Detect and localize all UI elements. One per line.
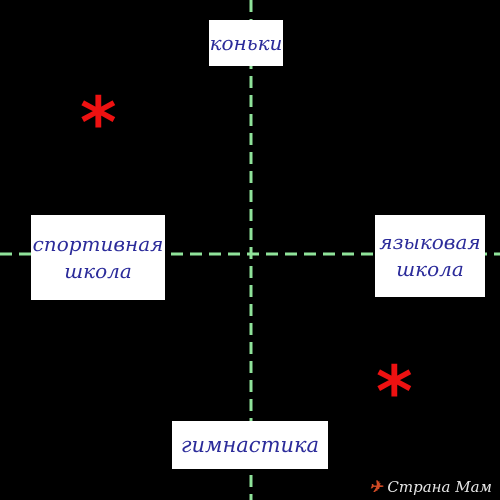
label-top: коньки: [209, 30, 283, 55]
label-left-line2: школа: [64, 258, 132, 283]
label-box-right: языковая школа: [375, 215, 485, 297]
label-right-line1: языковая: [379, 230, 481, 254]
label-right-line2: школа: [396, 257, 464, 281]
label-box-top: коньки: [209, 20, 283, 66]
asterisk-marker-top-left: *: [80, 82, 117, 164]
watermark: ✈ Страна Мам: [369, 477, 492, 496]
asterisk-marker-bottom-right: *: [376, 351, 413, 433]
label-left-line1: спортивная: [32, 231, 164, 256]
watermark-text: Страна Мам: [387, 478, 492, 496]
label-box-left: спортивная школа: [31, 215, 165, 300]
stork-logo-icon: ✈: [369, 477, 383, 496]
label-bottom: гимнастика: [180, 432, 320, 457]
label-box-bottom: гимнастика: [172, 421, 328, 469]
